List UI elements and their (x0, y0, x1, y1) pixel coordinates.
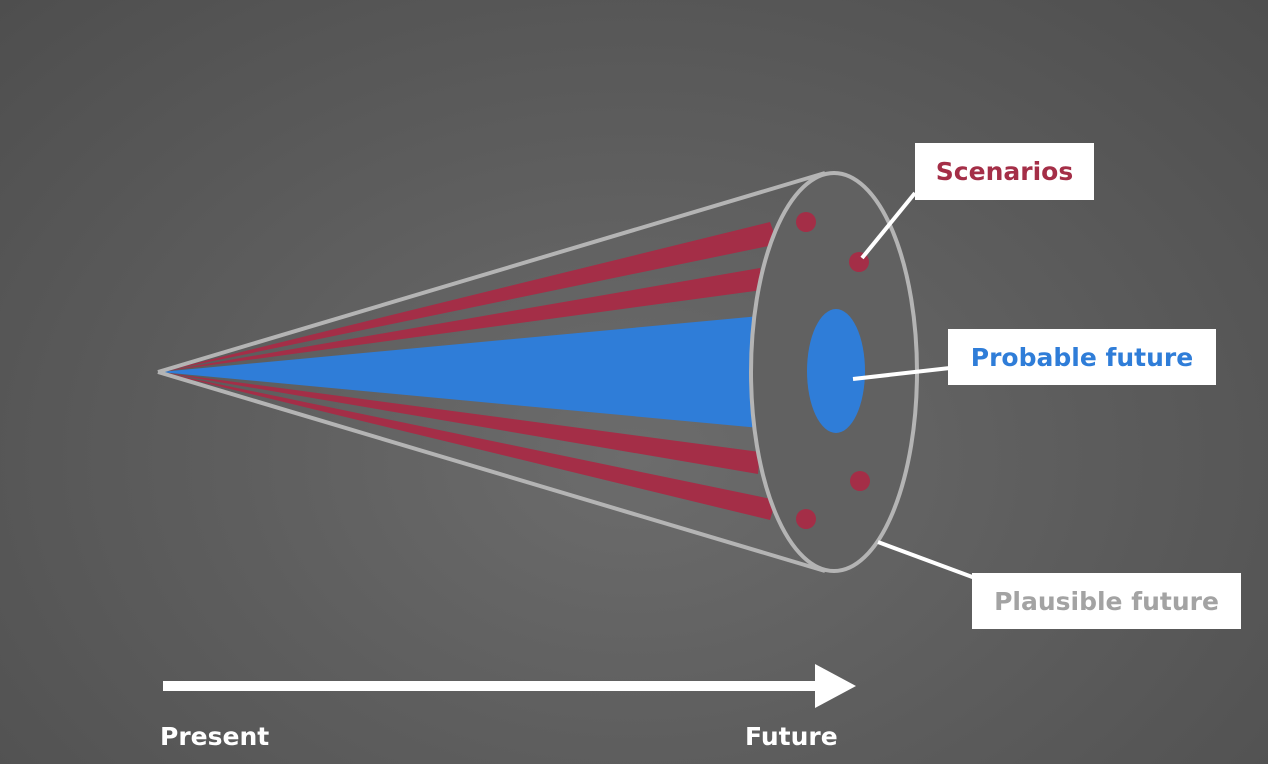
probable-future-label-box: Probable future (948, 329, 1216, 385)
scenario-dot (850, 471, 870, 491)
probable-future-ellipse (807, 309, 865, 433)
plausible-leader (877, 540, 976, 580)
timeline-arrowhead (815, 664, 856, 708)
scenarios-leader (860, 191, 917, 260)
probable-beam (160, 316, 760, 428)
plausible-future-label: Plausible future (994, 586, 1219, 616)
scenario-dot (796, 212, 816, 232)
scenario-dot (796, 509, 816, 529)
future-label: Future (745, 722, 838, 751)
scenario-beam-1 (160, 222, 778, 372)
present-label: Present (160, 722, 270, 751)
probable-future-label: Probable future (970, 342, 1194, 372)
scenario-beam-2 (160, 268, 762, 372)
cone-edge-top (157, 171, 826, 374)
cone-edge-bottom (157, 370, 826, 573)
scenarios-label-box: Scenarios (915, 143, 1094, 200)
scenario-beam-3 (160, 372, 760, 474)
scenario-beam-4 (160, 372, 776, 520)
scenarios-label: Scenarios (935, 157, 1074, 186)
plausible-future-label-box: Plausible future (972, 573, 1241, 629)
probable-leader (852, 366, 951, 381)
